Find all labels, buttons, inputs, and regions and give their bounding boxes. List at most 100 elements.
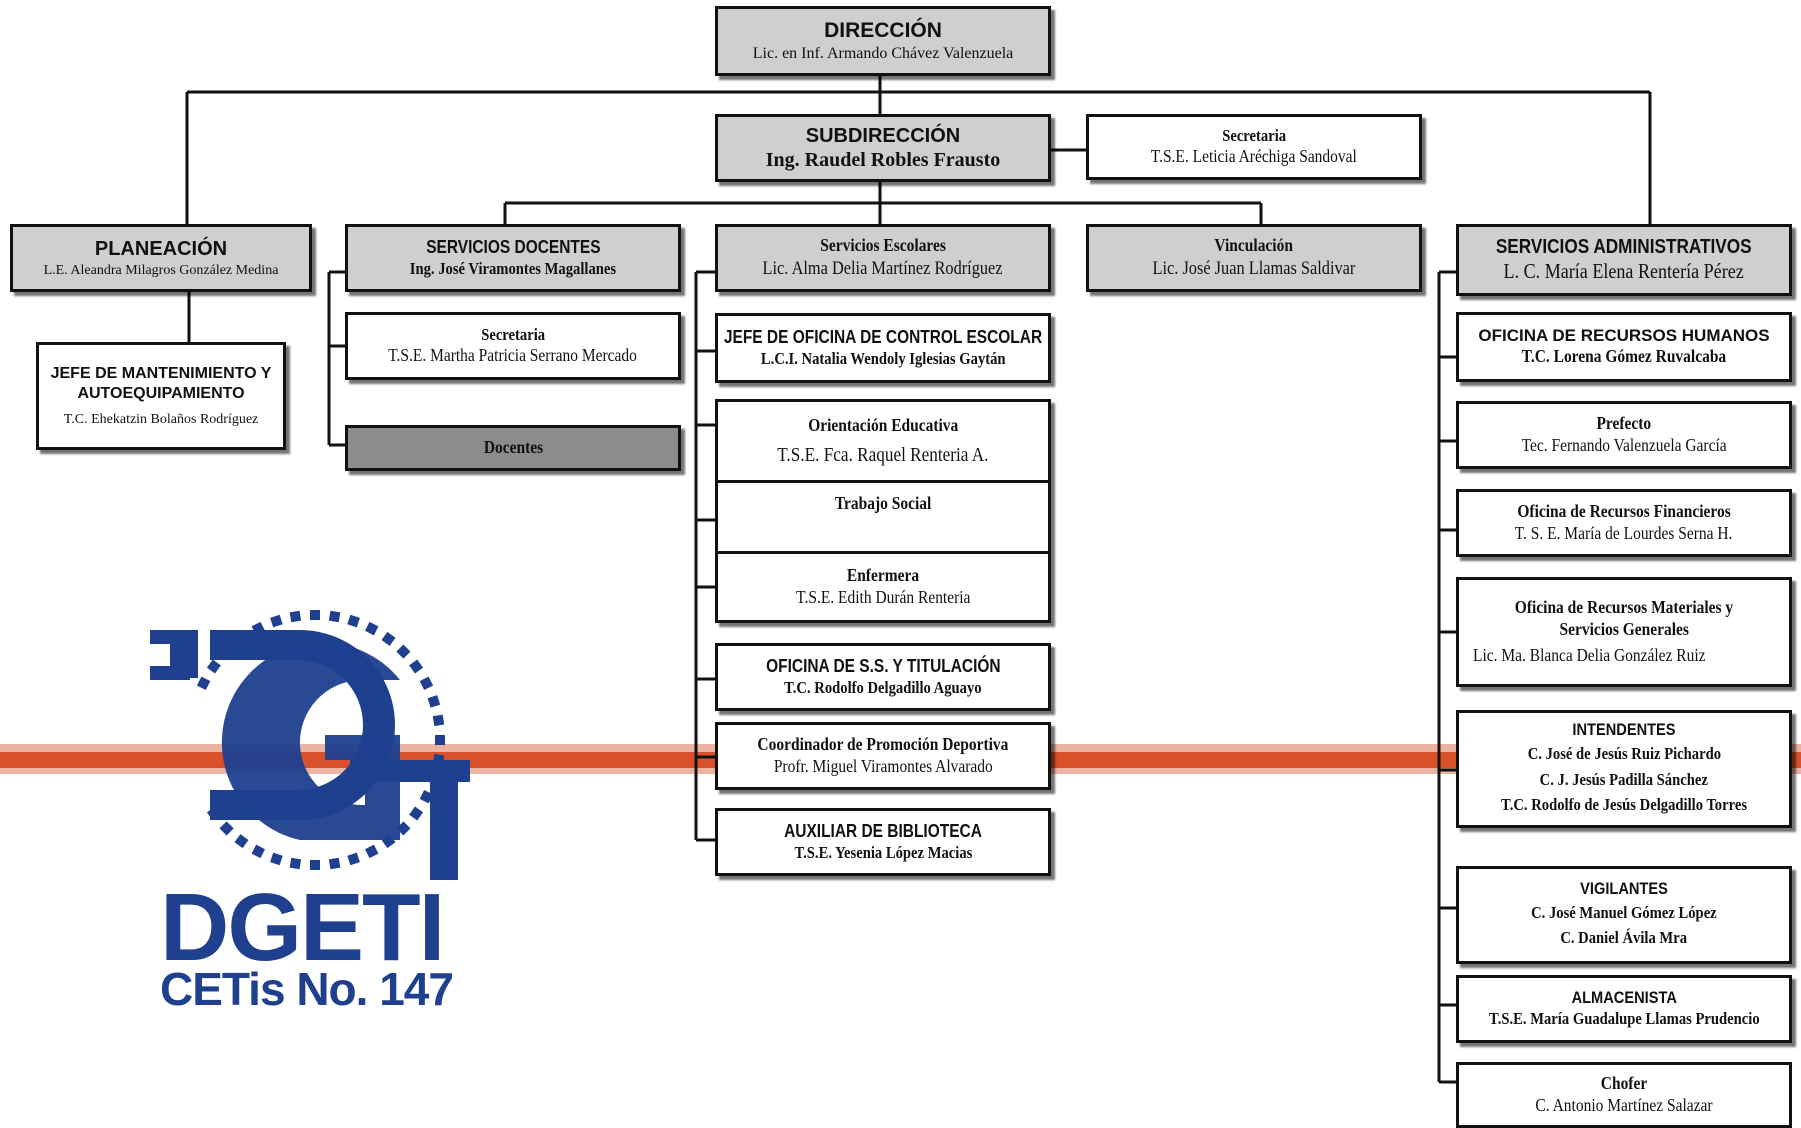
servicios-administrativos-title: SERVICIOS ADMINISTRATIVOS xyxy=(1496,236,1752,258)
secretaria-subdireccion-title: Secretaria xyxy=(1222,125,1286,145)
vinculacion-name: Lic. José Juan Llamas Saldivar xyxy=(1152,258,1356,280)
docentes-box: Docentes xyxy=(345,425,681,471)
chofer-box: Chofer C. Antonio Martínez Salazar xyxy=(1456,1062,1792,1128)
gear-tooth xyxy=(328,610,341,623)
recursos-materiales-name: Lic. Ma. Blanca Delia González Ruiz xyxy=(1473,644,1706,665)
gear-tooth xyxy=(427,695,441,708)
titulacion-name: T.C. Rodolfo Delgadillo Aguayo xyxy=(784,677,982,697)
gear-tooth xyxy=(419,676,434,691)
intendente-name: C. J. Jesús Padilla Sánchez xyxy=(1539,769,1709,789)
gear-tooth xyxy=(381,631,396,646)
docentes-title: Docentes xyxy=(483,437,543,458)
vinculacion-box: Vinculación Lic. José Juan Llamas Saldiv… xyxy=(1086,224,1422,292)
gear-tooth xyxy=(310,860,320,870)
gear-tooth xyxy=(270,852,283,866)
chofer-title: Chofer xyxy=(1600,1073,1648,1094)
dgeti-emblem-icon xyxy=(150,610,470,880)
vigilante-name: C. José Manuel Gómez López xyxy=(1531,902,1717,922)
gear-tooth xyxy=(409,806,424,821)
recursos-humanos-name: T.C. Lorena Gómez Ruvalcaba xyxy=(1521,346,1727,367)
dgeti-logo: DGETI CETis No. 147 xyxy=(150,610,470,1015)
servicios-escolares-name: Lic. Alma Delia Martínez Rodríguez xyxy=(762,258,1004,280)
almacenista-box: ALMACENISTA T.S.E. María Guadalupe Llama… xyxy=(1456,975,1792,1043)
mantenimiento-title: JEFE DE MANTENIMIENTO Y AUTOEQUIPAMIENTO xyxy=(50,364,272,403)
intendente-name: C. José de Jesús Ruiz Pichardo xyxy=(1527,744,1721,764)
subdireccion-name: Ing. Raudel Robles Frausto xyxy=(765,149,1001,171)
secretaria-subdireccion-name: T.S.E. Leticia Aréchiga Sandoval xyxy=(1150,146,1358,167)
trabajo-social-title: Trabajo Social xyxy=(834,492,932,513)
gear-tooth xyxy=(432,714,445,727)
vigilantes-box: VIGILANTES C. José Manuel Gómez López C.… xyxy=(1456,866,1792,964)
gear-tooth xyxy=(270,614,283,628)
planeacion-title: PLANEACIÓN xyxy=(94,238,228,261)
recursos-materiales-box: Oficina de Recursos Materiales y Servici… xyxy=(1456,577,1792,687)
orientacion-segment: Orientación Educativa T.S.E. Fca. Raquel… xyxy=(718,402,1048,480)
gear-tooth xyxy=(289,610,302,623)
orientacion-title: Orientación Educativa xyxy=(807,414,959,435)
gear-tooth xyxy=(310,610,320,620)
orientacion-name: T.S.E. Fca. Raquel Renteria A. xyxy=(777,443,989,466)
servicios-docentes-box: SERVICIOS DOCENTES Ing. José Viramontes … xyxy=(345,224,681,292)
servicios-administrativos-box: SERVICIOS ADMINISTRATIVOS L. C. María El… xyxy=(1456,224,1792,296)
deportiva-box: Coordinador de Promoción Deportiva Profr… xyxy=(715,722,1051,790)
prefecto-name: Tec. Fernando Valenzuela García xyxy=(1521,435,1727,455)
deportiva-name: Profr. Miguel Viramontes Alvarado xyxy=(773,756,993,776)
recursos-materiales-title-line2: Servicios Generales xyxy=(1559,619,1689,640)
direccion-name: Lic. en Inf. Armando Chávez Valenzuela xyxy=(752,45,1014,63)
direccion-title: DIRECCIÓN xyxy=(824,19,942,43)
intendente-name: T.C. Rodolfo de Jesús Delgadillo Torres xyxy=(1500,795,1747,815)
gear-tooth xyxy=(196,676,211,691)
planeacion-box: PLANEACIÓN L.E. Aleandra Milagros Gonzál… xyxy=(10,224,312,292)
recursos-financieros-title: Oficina de Recursos Financieros xyxy=(1517,501,1731,522)
vigilantes-title: VIGILANTES xyxy=(1580,879,1668,899)
intendentes-title: INTENDENTES xyxy=(1572,720,1676,740)
gear-tooth xyxy=(219,821,234,836)
titulacion-title: OFICINA DE S.S. Y TITULACIÓN xyxy=(765,655,1001,676)
vinculacion-title: Vinculación xyxy=(1214,235,1294,256)
chofer-name: C. Antonio Martínez Salazar xyxy=(1535,1095,1713,1115)
subdireccion-box: SUBDIRECCIÓN Ing. Raudel Robles Frausto xyxy=(715,114,1051,182)
recursos-humanos-title: OFICINA DE RECURSOS HUMANOS xyxy=(1478,325,1770,345)
secretaria-docentes-title: Secretaria xyxy=(481,324,545,344)
gear-tooth xyxy=(435,735,445,745)
gear-tooth xyxy=(347,614,360,628)
vigilante-name: C. Daniel Ávila Mra xyxy=(1560,928,1688,948)
secretaria-docentes-name: T.S.E. Martha Patricia Serrano Mercado xyxy=(388,345,638,366)
prefecto-title: Prefecto xyxy=(1596,413,1652,434)
biblioteca-title: AUXILIAR DE BIBLIOTECA xyxy=(784,820,982,841)
control-escolar-box: JEFE DE OFICINA DE CONTROL ESCOLAR L.C.I… xyxy=(715,313,1051,383)
titulacion-box: OFICINA DE S.S. Y TITULACIÓN T.C. Rodolf… xyxy=(715,643,1051,711)
secretaria-docentes-box: Secretaria T.S.E. Martha Patricia Serran… xyxy=(345,312,681,380)
orientacion-group-box: Orientación Educativa T.S.E. Fca. Raquel… xyxy=(715,399,1051,623)
recursos-materiales-title-line1: Oficina de Recursos Materiales y xyxy=(1514,597,1734,618)
gear-tooth xyxy=(206,659,221,674)
intendentes-box: INTENDENTES C. José de Jesús Ruiz Pichar… xyxy=(1456,710,1792,828)
biblioteca-name: T.S.E. Yesenia López Macias xyxy=(794,842,972,862)
servicios-administrativos-name: L. C. María Elena Rentería Pérez xyxy=(1503,259,1745,284)
gear-tooth xyxy=(396,644,411,659)
gear-tooth xyxy=(347,852,360,866)
servicios-docentes-title: SERVICIOS DOCENTES xyxy=(425,236,601,257)
gear-tooth xyxy=(251,844,266,859)
control-escolar-title: JEFE DE OFICINA DE CONTROL ESCOLAR xyxy=(723,326,1043,347)
gear-tooth xyxy=(419,789,434,804)
recursos-humanos-box: OFICINA DE RECURSOS HUMANOS T.C. Lorena … xyxy=(1456,312,1792,382)
enfermera-name: T.S.E. Edith Durán Renteria xyxy=(795,586,971,607)
almacenista-title: ALMACENISTA xyxy=(1571,988,1677,1008)
gear-tooth xyxy=(364,844,379,859)
deportiva-title: Coordinador de Promoción Deportiva xyxy=(757,734,1009,755)
gear-tooth xyxy=(289,857,302,870)
secretaria-subdireccion-box: Secretaria T.S.E. Leticia Aréchiga Sando… xyxy=(1086,114,1422,180)
subdireccion-title: SUBDIRECCIÓN xyxy=(805,124,961,147)
direccion-box: DIRECCIÓN Lic. en Inf. Armando Chávez Va… xyxy=(715,6,1051,76)
servicios-escolares-box: Servicios Escolares Lic. Alma Delia Mart… xyxy=(715,224,1051,292)
gear-tooth xyxy=(364,621,379,636)
mantenimiento-name: T.C. Ehekatzin Bolaños Rodríguez xyxy=(63,412,259,428)
servicios-escolares-title: Servicios Escolares xyxy=(820,235,946,256)
logo-school: CETis No. 147 xyxy=(160,963,454,1015)
trabajo-social-segment: Trabajo Social xyxy=(718,479,1048,551)
recursos-financieros-name: T. S. E. María de Lourdes Serna H. xyxy=(1515,523,1733,543)
gear-tooth xyxy=(328,857,341,870)
planeacion-name: L.E. Aleandra Milagros González Medina xyxy=(43,262,279,278)
